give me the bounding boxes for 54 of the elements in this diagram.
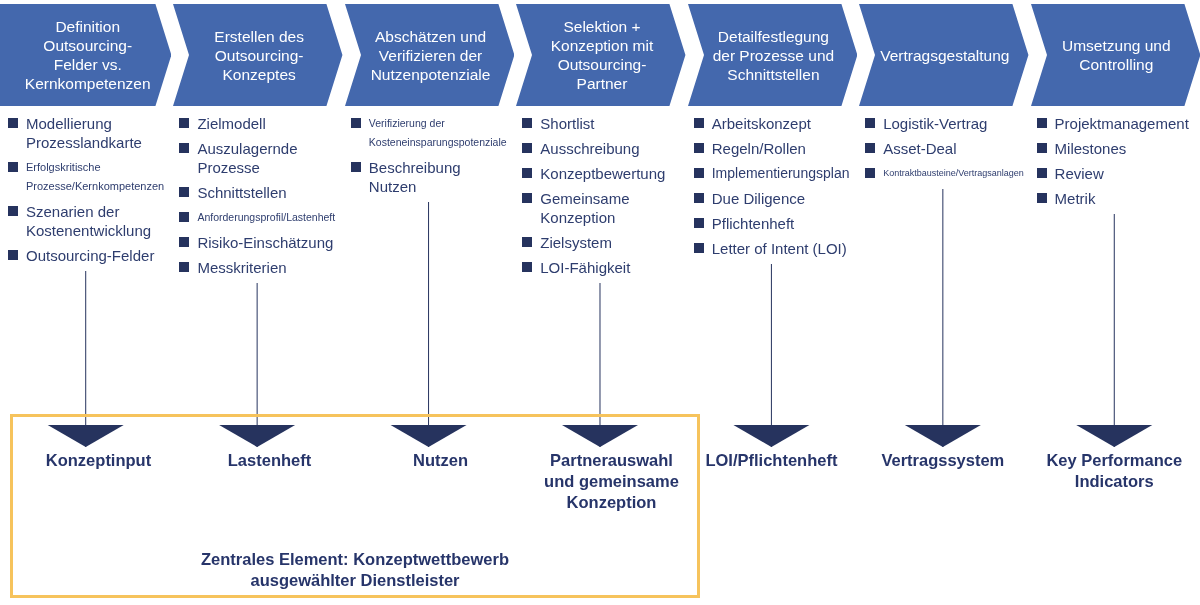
list-item: Verifizierung der Kosteneinsparungspotenziale — [348, 114, 511, 152]
list-item: Risiko-Einschätzung — [177, 233, 339, 252]
list-item: Erfolgskritische Prozesse/Kernkompetenzen — [6, 158, 168, 196]
list-item: Kontraktbausteine/Vertragsanlagen — [863, 164, 1025, 183]
down-arrow — [219, 282, 296, 448]
result-label: Partnerauswahl und gemeinsame Konzeption — [536, 450, 687, 513]
down-arrow — [1076, 213, 1153, 448]
chevron-step: Abschätzen und Verifizieren der Nutzenpotenziale — [342, 4, 515, 106]
list-item: Shortlist — [520, 114, 682, 133]
down-arrow — [733, 263, 810, 448]
result-label: LOI/Pflichtenheft — [696, 450, 847, 471]
list-item: Metrik — [1034, 189, 1196, 208]
list-item: Review — [1034, 164, 1196, 183]
chevron-step: Erstellen des Outsourcing-Konzeptes — [171, 4, 343, 106]
list-item: Modellierung Prozesslandkarte — [6, 114, 168, 152]
list-item: Milestones — [1034, 139, 1196, 158]
list-item: Konzeptbewertung — [520, 164, 682, 183]
chevron-step: Detailfestlegung der Prozesse und Schnittstellen — [685, 4, 858, 106]
chevron-step: Vertragsgestaltung — [857, 4, 1029, 106]
list-item: Ausschreibung — [520, 139, 682, 158]
result-label: Nutzen — [365, 450, 516, 471]
chevron-step: Umsetzung und Controlling — [1028, 4, 1200, 106]
list-item: Schnittstellen — [177, 183, 339, 202]
list-item: Auszulagernde Prozesse — [177, 139, 339, 177]
list-item: Implementierungsplan — [691, 164, 854, 183]
list-item: Projektmanagement — [1034, 114, 1196, 133]
group-caption: Zentrales Element: Konzeptwettbewerb ausgewählter Dienstleister — [199, 549, 511, 591]
list-item: Due Diligence — [691, 189, 854, 208]
group-frame — [10, 414, 700, 598]
list-item: Logistik-Vertrag — [863, 114, 1025, 133]
chevron-step: Selektion + Konzeption mit Outsourcing-Partner — [514, 4, 686, 106]
list-item: Zielmodell — [177, 114, 339, 133]
list-item: Szenarien der Kostenentwicklung — [6, 202, 168, 240]
down-arrow — [390, 201, 467, 448]
list-item: Gemeinsame Konzeption — [520, 189, 682, 227]
down-arrow — [562, 282, 638, 448]
down-arrow — [904, 188, 981, 448]
down-arrow — [47, 270, 124, 448]
list-item: Pflichtenheft — [691, 214, 854, 233]
result-label: Lastenheft — [194, 450, 345, 471]
result-label: Vertragssystem — [867, 450, 1018, 471]
list-item: Anforderungsprofil/Lastenheft — [177, 208, 339, 227]
result-label: Konzeptinput — [23, 450, 174, 471]
list-item: Outsourcing-Felder — [6, 246, 168, 265]
list-item: Letter of Intent (LOI) — [691, 239, 854, 258]
list-item: Beschreibung Nutzen — [348, 158, 511, 196]
list-item: Asset-Deal — [863, 139, 1025, 158]
list-item: Zielsystem — [520, 233, 682, 252]
result-label: Key Performance Indicators — [1039, 450, 1190, 492]
list-item: Regeln/Rollen — [691, 139, 854, 158]
list-item: Arbeitskonzept — [691, 114, 854, 133]
list-item: Messkriterien — [177, 258, 339, 277]
chevron-step: Definition Outsourcing-Felder vs. Kernkompetenzen — [0, 4, 172, 106]
list-item: LOI-Fähigkeit — [520, 258, 682, 277]
